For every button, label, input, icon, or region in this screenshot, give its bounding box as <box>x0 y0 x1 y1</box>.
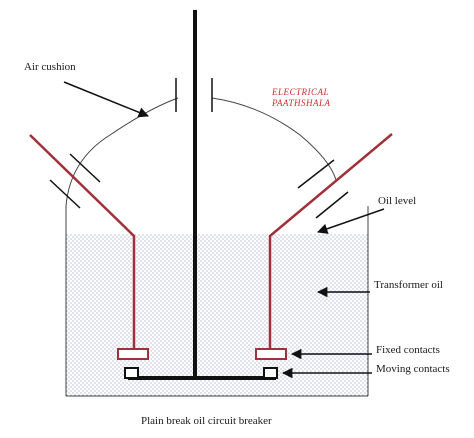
left-conductor <box>29 134 136 352</box>
moving-contact-right <box>263 367 278 379</box>
tank-dome-right <box>211 97 337 181</box>
bushing-plate-left-inner <box>69 153 101 183</box>
label-air-cushion: Air cushion <box>24 61 76 73</box>
right-conductor <box>268 133 393 352</box>
watermark-line2: PAATHSHALA <box>271 98 331 108</box>
transformer-oil-region <box>66 234 368 396</box>
label-moving-contacts: Moving contacts <box>376 363 450 375</box>
fixed-contact-right <box>255 348 287 360</box>
tank-dome <box>65 97 179 207</box>
watermark-line1: ELECTRICAL <box>271 87 329 97</box>
label-transformer-oil: Transformer oil <box>374 279 443 291</box>
bushing-plate-right-inner <box>297 159 335 189</box>
moving-contact-left <box>124 367 139 379</box>
arrow-air-cushion <box>63 81 149 118</box>
diagram-caption: Plain break oil circuit breaker <box>141 415 272 427</box>
bushing-plate-right-outer <box>315 191 349 219</box>
label-fixed-contacts: Fixed contacts <box>376 344 440 356</box>
bushing-plate-left-outer <box>49 179 81 209</box>
fixed-contact-left <box>117 348 149 360</box>
arrow-oil-level <box>317 208 385 234</box>
label-oil-level: Oil level <box>378 195 416 207</box>
